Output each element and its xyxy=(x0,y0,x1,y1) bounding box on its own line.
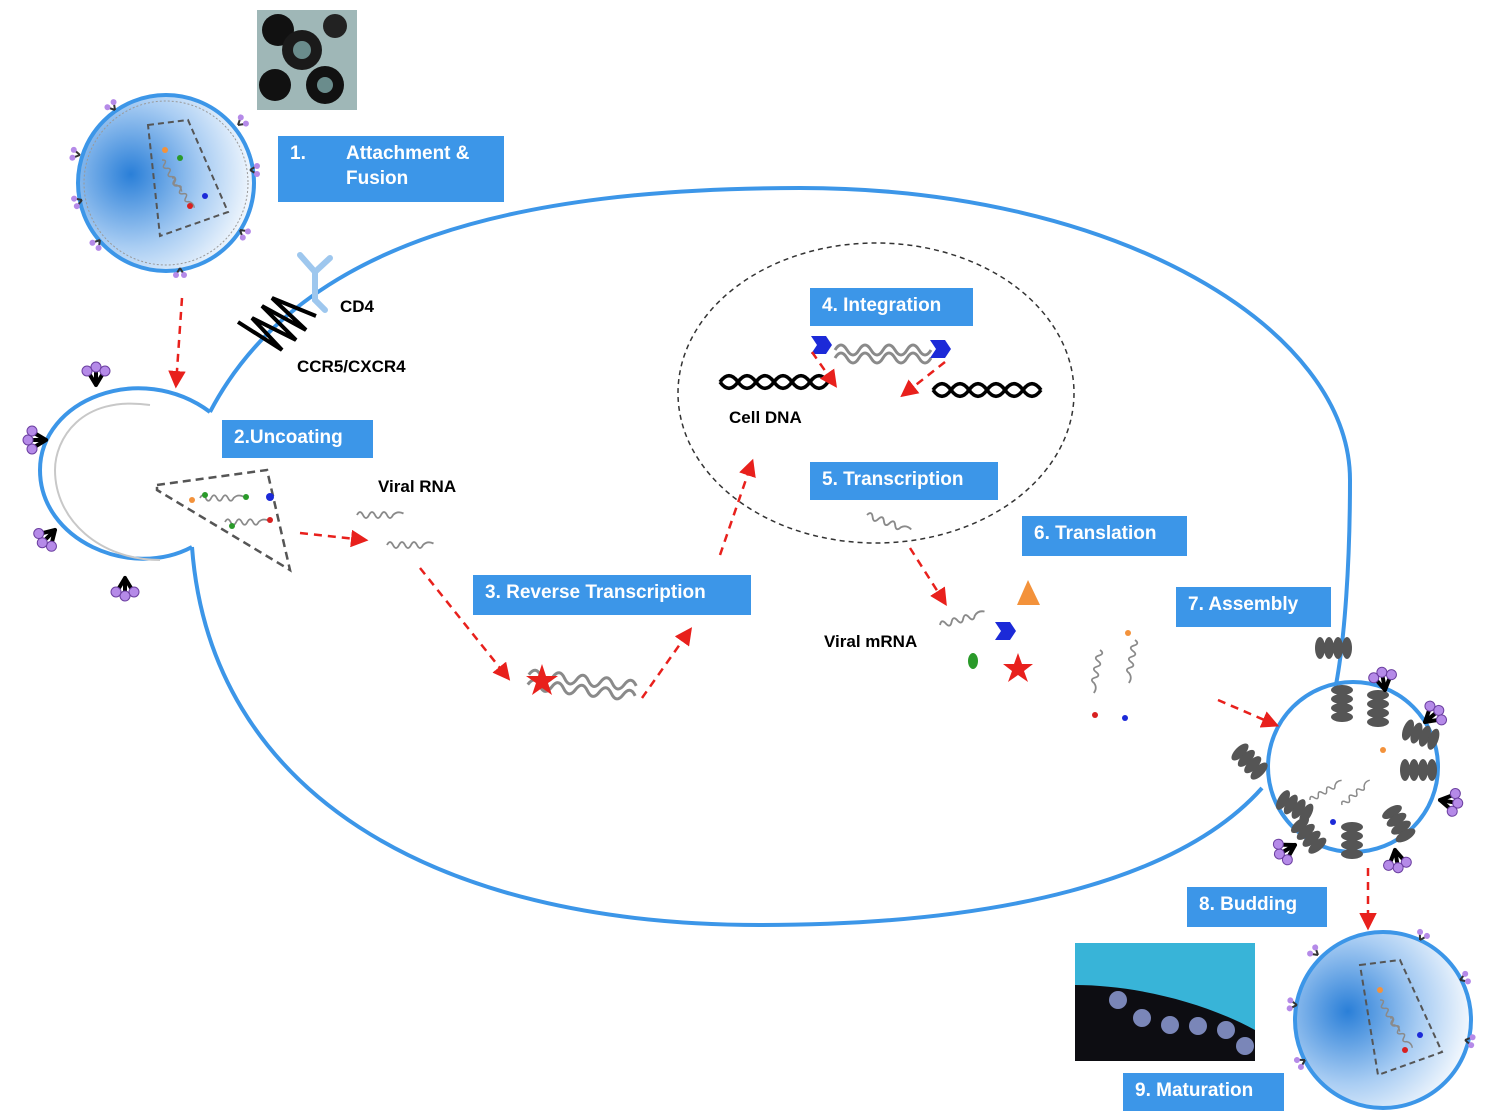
maturation-micrograph xyxy=(1075,943,1255,1061)
step-1-line2: Fusion xyxy=(346,168,409,189)
viral-rna-strand xyxy=(356,511,405,519)
step-8-budding: 8. Budding xyxy=(1187,887,1327,927)
uncoating-capsid xyxy=(155,468,292,573)
step-2-uncoating: 2.Uncoating xyxy=(222,420,373,458)
step-7-assembly: 7. Assembly xyxy=(1176,587,1331,627)
protein-star xyxy=(1003,653,1033,682)
nucleus xyxy=(677,242,1075,544)
step-3-reverse-transcription: 3. Reverse Transcription xyxy=(473,575,751,615)
cd4-label: CD4 xyxy=(340,297,375,316)
step-1-line1: Attachment & xyxy=(346,143,470,164)
step-1-number: 1. xyxy=(290,143,306,164)
protein-chevron xyxy=(995,622,1016,640)
protein-oval xyxy=(968,653,978,669)
step-9-maturation: 9. Maturation xyxy=(1123,1073,1284,1111)
uncoating-vesicle xyxy=(37,386,212,561)
cd4-receptor xyxy=(297,252,333,313)
integrating-provirus xyxy=(811,336,951,365)
viral-mrna-label: Viral mRNA xyxy=(824,632,918,651)
ccr5-coreceptor xyxy=(236,296,317,352)
ccr5-cxcr4-label: CCR5/CXCR4 xyxy=(297,357,406,376)
protein-triangle xyxy=(1017,580,1040,605)
viral-mrna-strand xyxy=(938,609,987,629)
flow-arrows xyxy=(168,297,1377,931)
step-6-translation: 6. Translation xyxy=(1022,516,1187,556)
cell-dna-left xyxy=(718,373,830,391)
step-1-attachment-fusion: 1. Attachment & Fusion xyxy=(278,136,504,202)
host-cell-membrane xyxy=(190,185,1353,928)
step-4-integration: 4. Integration xyxy=(810,288,973,326)
viral-rna-label: Viral RNA xyxy=(378,477,457,496)
reverse-transcription-product xyxy=(526,664,638,701)
cell-dna-right xyxy=(931,381,1043,399)
free-virion xyxy=(67,93,261,279)
mature-virion xyxy=(1285,926,1478,1110)
virion-micrograph-top xyxy=(257,10,357,110)
cell-dna-label: Cell DNA xyxy=(729,408,802,427)
step-5-transcription: 5. Transcription xyxy=(810,462,998,500)
